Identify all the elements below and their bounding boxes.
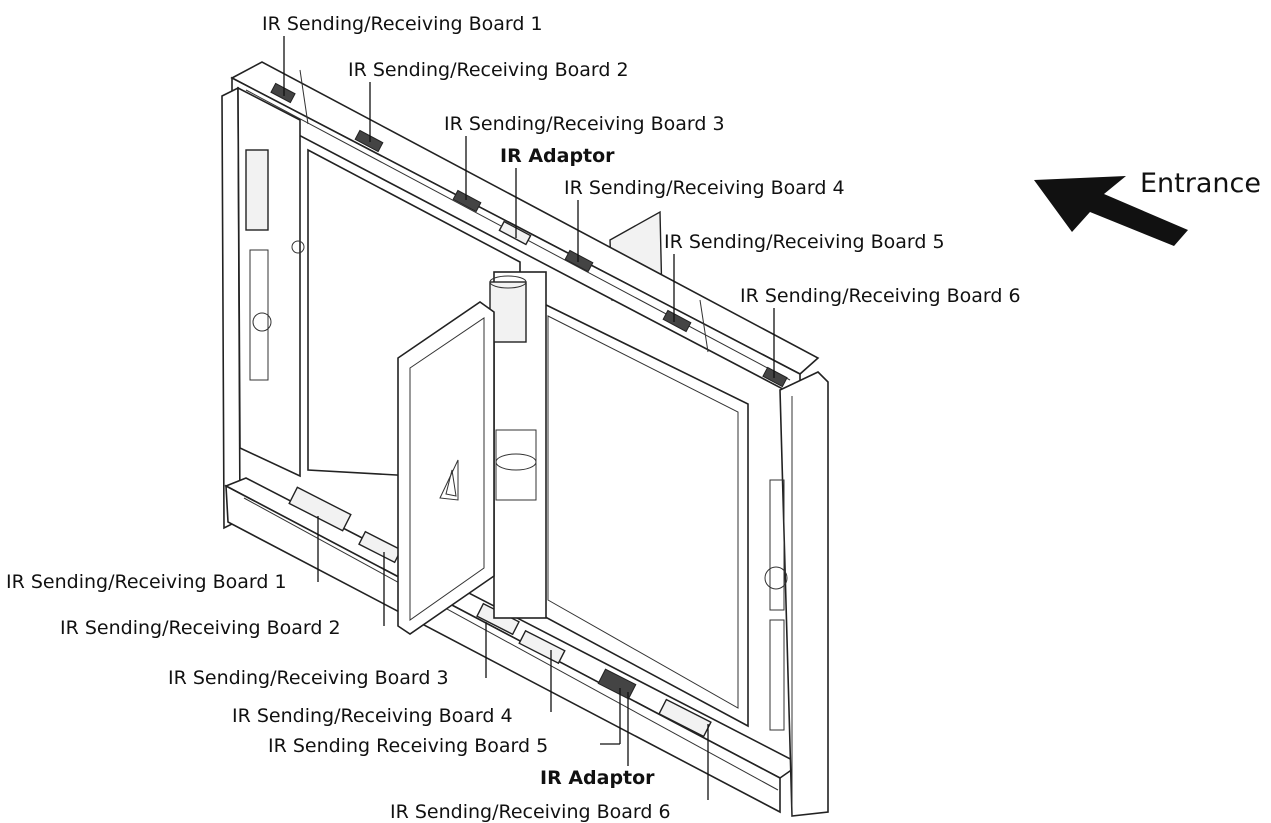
entrance-label: Entrance: [1140, 168, 1261, 199]
top-label-ir-adaptor: IR Adaptor: [500, 145, 615, 167]
screw-icon: [291, 240, 305, 254]
swing-door: [397, 301, 495, 635]
top-label-board-3: IR Sending/Receiving Board 3: [444, 113, 725, 135]
bottom-rail-front: [225, 484, 781, 814]
top-label-board-6: IR Sending/Receiving Board 6: [740, 285, 1021, 307]
bottom-label-board-4: IR Sending/Receiving Board 4: [232, 705, 513, 727]
bottom-label-board-6: IR Sending/Receiving Board 6: [390, 801, 671, 823]
top-label-board-2: IR Sending/Receiving Board 2: [348, 59, 629, 81]
left-post: [221, 86, 241, 530]
bottom-label-board-2: IR Sending/Receiving Board 2: [60, 617, 341, 639]
right-post: [779, 371, 829, 817]
leader-lines-bottom: [317, 516, 709, 800]
bottom-label-board-3: IR Sending/Receiving Board 3: [168, 667, 449, 689]
top-label-board-1: IR Sending/Receiving Board 1: [262, 13, 543, 35]
arrow-icon: [1034, 176, 1188, 246]
bottom-label-board-1: IR Sending/Receiving Board 1: [6, 571, 287, 593]
door-arrow-icon: [439, 459, 459, 501]
bottom-label-ir-adaptor: IR Adaptor: [540, 767, 655, 789]
motor: [489, 281, 527, 343]
top-label-board-5: IR Sending/Receiving Board 5: [664, 231, 945, 253]
left-component: [245, 149, 269, 231]
left-post-inner: [237, 86, 301, 478]
turnstile-cabinet: [221, 61, 829, 817]
leader-lines-top: [283, 36, 775, 378]
top-label-board-4: IR Sending/Receiving Board 4: [564, 177, 845, 199]
bottom-label-board-5: IR Sending Receiving Board 5: [268, 735, 548, 757]
